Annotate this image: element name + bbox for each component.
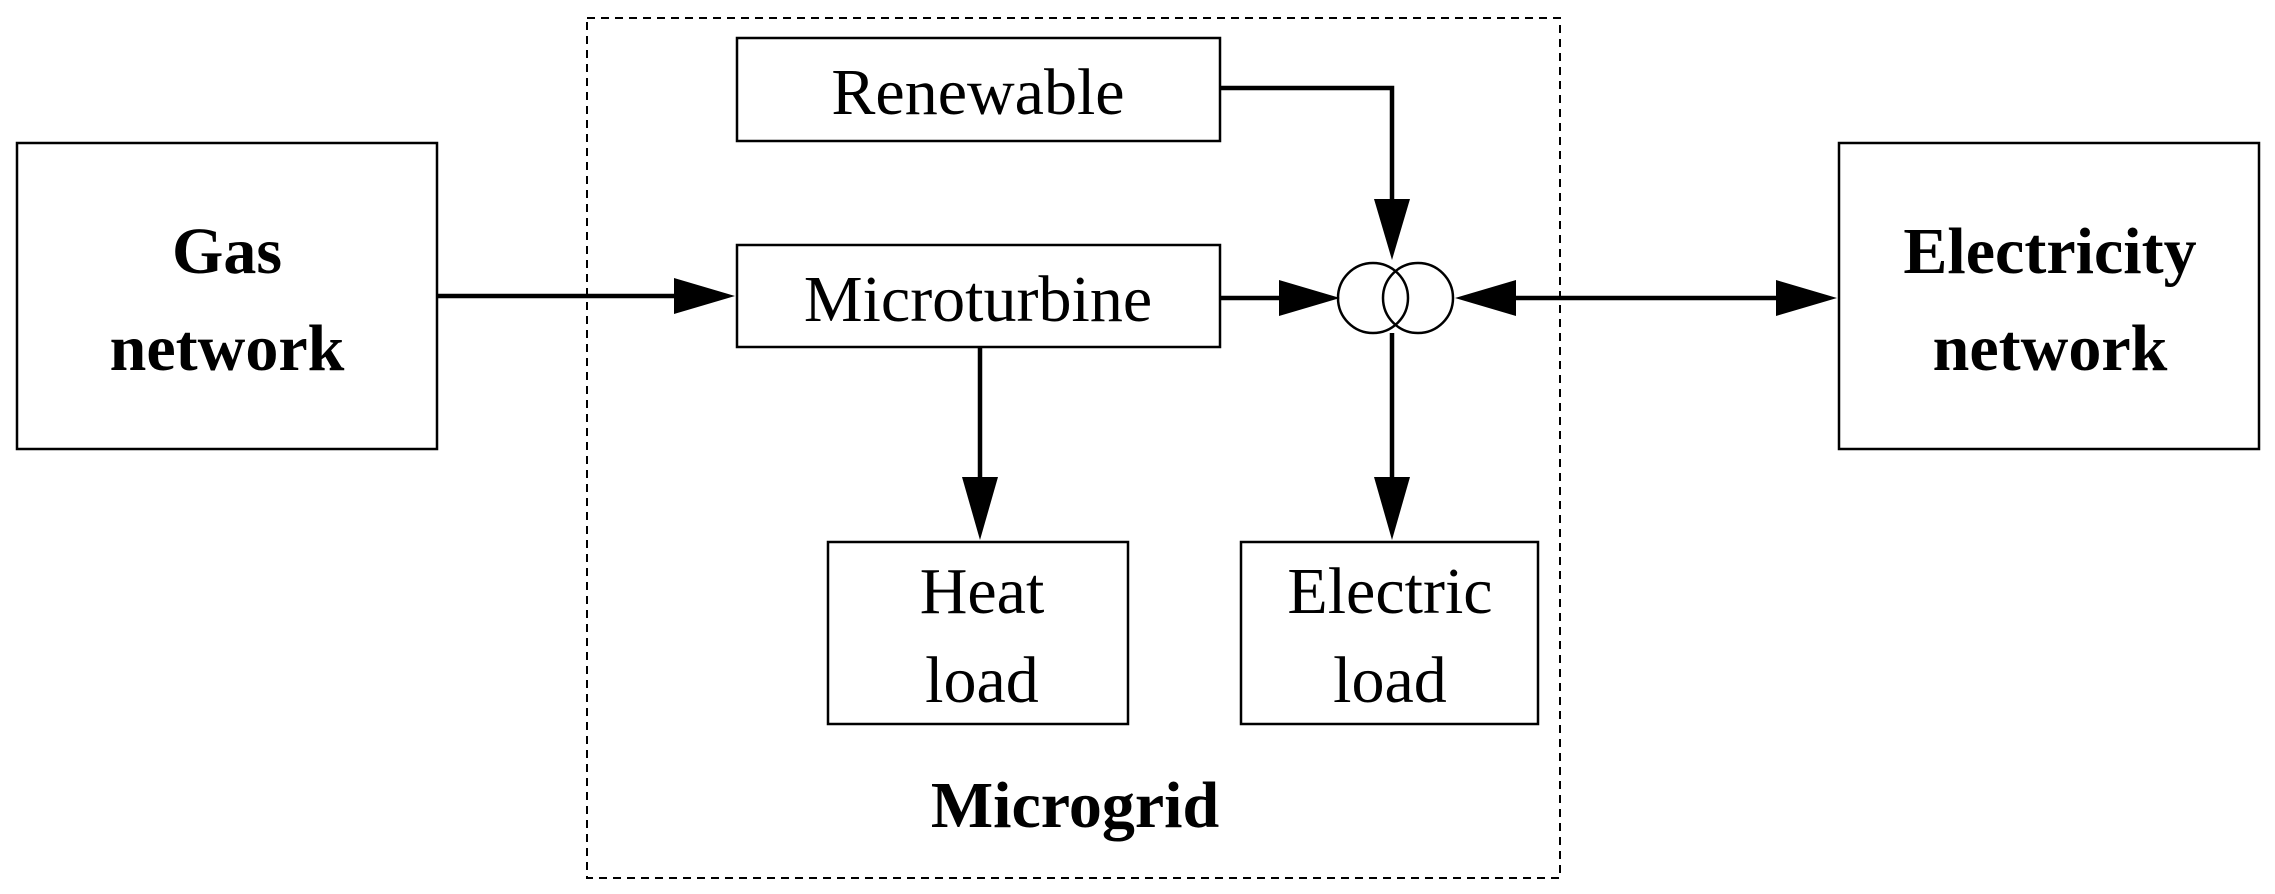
renewable-node: Renewable xyxy=(735,36,1222,143)
microturbine-node: Microturbine xyxy=(735,243,1222,349)
heat-load-node: Heat load xyxy=(826,540,1130,726)
electricity-network-node: Electricity network xyxy=(1837,141,2261,451)
heat-load-label-line-1: Heat xyxy=(920,555,1045,628)
microturbine-label: Microturbine xyxy=(804,263,1152,336)
arrowhead-gas-to-microturbine xyxy=(674,278,735,314)
arrowhead-renewable-to-transformer xyxy=(1374,199,1410,260)
edge-gas-to-microturbine xyxy=(437,278,735,314)
microturbine-box xyxy=(735,243,1222,349)
arrowhead-transformer-to-electric-load xyxy=(1374,477,1410,540)
transformer-circle-right xyxy=(1381,261,1455,335)
electric-load-label-line-2: load xyxy=(1333,644,1447,717)
arrowhead-microturbine-to-transformer xyxy=(1279,280,1340,316)
heat-load-label-line-2: load xyxy=(925,644,1039,717)
electricity-network-label-line-1: Electricity xyxy=(1903,215,2196,288)
microgrid-boundary xyxy=(586,17,1561,879)
edge-microturbine-to-heat-load xyxy=(962,347,998,540)
edge-renewable-to-transformer xyxy=(1220,85,1410,260)
arrowhead-microturbine-to-heat-load xyxy=(962,477,998,540)
transformer-symbol xyxy=(1336,261,1455,335)
gas-network-box xyxy=(15,141,439,451)
arrowhead-toward-transformer xyxy=(1455,280,1516,316)
electricity-network-box xyxy=(1837,141,2261,451)
gas-network-label-line-2: network xyxy=(110,312,345,385)
renewable-box xyxy=(735,36,1222,143)
electric-load-box xyxy=(1239,540,1540,726)
renewable-label: Renewable xyxy=(831,56,1124,129)
edge-transformer-electricity-network xyxy=(1455,280,1837,316)
edge-microturbine-to-transformer xyxy=(1220,280,1340,316)
arrowhead-toward-electricity-network xyxy=(1776,280,1837,316)
gas-network-node: Gas network xyxy=(15,141,439,451)
heat-load-box xyxy=(826,540,1130,726)
microgrid-label: Microgrid xyxy=(931,769,1219,842)
gas-network-label-line-1: Gas xyxy=(172,215,282,288)
edge-transformer-to-electric-load xyxy=(1374,333,1410,540)
electricity-network-label-line-2: network xyxy=(1933,312,2168,385)
transformer-circle-left xyxy=(1336,261,1410,335)
electric-load-node: Electric load xyxy=(1239,540,1540,726)
electric-load-label-line-1: Electric xyxy=(1287,555,1492,628)
